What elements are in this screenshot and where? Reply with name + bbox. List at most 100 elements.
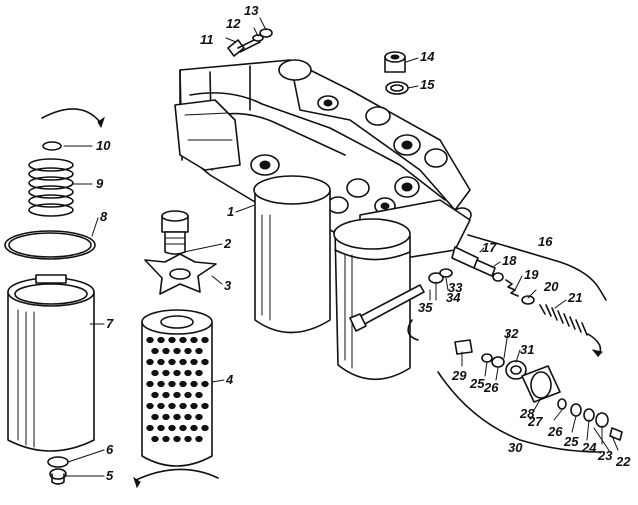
callout-32: 32 — [504, 326, 519, 341]
perforation-hole — [179, 380, 187, 388]
callout-27: 27 — [527, 414, 543, 429]
perforation-hole — [162, 435, 170, 443]
callout-24: 24 — [581, 440, 597, 455]
rotation-arrow-16 — [587, 333, 603, 357]
perforation-hole — [157, 424, 165, 432]
callout-10: 10 — [96, 138, 111, 153]
perforation-hole — [201, 358, 209, 366]
perforation-hole — [190, 380, 198, 388]
callout-6: 6 — [106, 442, 114, 457]
perforation-hole — [146, 336, 154, 344]
perforation-hole — [162, 413, 170, 421]
perforation-hole — [195, 347, 203, 355]
perforation-hole — [201, 380, 209, 388]
spring-retainer — [42, 141, 62, 151]
callout-13: 13 — [244, 3, 259, 18]
perforation-hole — [190, 402, 198, 410]
perforation-hole — [184, 369, 192, 377]
perforation-hole — [184, 435, 192, 443]
perforation-hole — [173, 347, 181, 355]
perforation-hole — [173, 435, 181, 443]
perforation-hole — [151, 369, 159, 377]
perforation-hole — [157, 336, 165, 344]
perforation-hole — [162, 369, 170, 377]
perforation-hole — [190, 336, 198, 344]
perforation-hole — [157, 402, 165, 410]
callout-33: 33 — [448, 280, 463, 295]
callout-23: 23 — [597, 448, 613, 463]
valve-assembly-16 — [451, 246, 588, 336]
perforation-hole — [151, 413, 159, 421]
perforation-hole — [168, 358, 176, 366]
callout-19: 19 — [524, 267, 539, 282]
callout-16: 16 — [538, 234, 553, 249]
callout-31: 31 — [520, 342, 534, 357]
callout-9: 9 — [96, 176, 104, 191]
filter-element-4 — [141, 309, 213, 467]
callout-14: 14 — [420, 49, 435, 64]
callout-1: 1 — [227, 204, 234, 219]
perforation-hole — [201, 424, 209, 432]
perforation-hole — [168, 402, 176, 410]
callout-4: 4 — [225, 372, 234, 387]
callout-15: 15 — [420, 77, 435, 92]
plug-14 — [384, 51, 406, 73]
callout-28: 28 — [519, 406, 535, 421]
perforation-hole — [184, 413, 192, 421]
filter-cup-front — [333, 218, 411, 381]
perforation-hole — [146, 358, 154, 366]
perforation-hole — [151, 347, 159, 355]
perforation-hole — [173, 369, 181, 377]
sealing-ring-8 — [4, 230, 96, 260]
callout-11: 11 — [200, 32, 214, 47]
callout-18: 18 — [502, 253, 517, 268]
perforation-pattern — [146, 336, 209, 443]
perforation-hole — [201, 402, 209, 410]
callout-26-lower: 26 — [547, 424, 563, 439]
perforation-hole — [195, 435, 203, 443]
perforation-hole — [151, 391, 159, 399]
perforation-hole — [146, 424, 154, 432]
rotation-arrow-10 — [41, 108, 105, 129]
perforation-hole — [168, 380, 176, 388]
callout-12: 12 — [226, 16, 241, 31]
callout-21: 21 — [567, 290, 582, 305]
perforation-hole — [157, 358, 165, 366]
perforation-hole — [157, 380, 165, 388]
callout-2: 2 — [223, 236, 232, 251]
fitting-2 — [161, 210, 189, 255]
callout-25-upper: 25 — [469, 376, 485, 391]
perforation-hole — [179, 336, 187, 344]
perforation-hole — [190, 358, 198, 366]
perforation-hole — [179, 358, 187, 366]
perforation-hole — [151, 435, 159, 443]
perforation-hole — [190, 424, 198, 432]
perforation-hole — [179, 424, 187, 432]
perforation-hole — [179, 402, 187, 410]
perforation-hole — [162, 391, 170, 399]
perforation-hole — [146, 380, 154, 388]
perforation-hole — [184, 391, 192, 399]
perforation-hole — [146, 402, 154, 410]
callout-8: 8 — [100, 209, 108, 224]
drain-plug-5 — [49, 468, 67, 485]
perforation-hole — [195, 369, 203, 377]
washer-15 — [385, 81, 409, 95]
perforation-hole — [195, 413, 203, 421]
callout-25-lower: 25 — [563, 434, 579, 449]
perforation-hole — [173, 413, 181, 421]
perforation-hole — [173, 391, 181, 399]
callout-3: 3 — [224, 278, 232, 293]
perforation-hole — [184, 347, 192, 355]
valve-assembly-30 — [454, 339, 623, 441]
bracket-30 — [437, 371, 601, 453]
callout-22: 22 — [615, 454, 631, 469]
washer-6 — [47, 456, 69, 468]
callout-7: 7 — [106, 316, 114, 331]
callout-17: 17 — [482, 240, 497, 255]
callout-26-upper: 26 — [483, 380, 499, 395]
callout-labels: 1 2 3 4 5 6 7 8 9 10 11 12 13 14 15 16 1… — [96, 3, 631, 483]
callout-29: 29 — [451, 368, 467, 383]
callout-35: 35 — [418, 300, 433, 315]
